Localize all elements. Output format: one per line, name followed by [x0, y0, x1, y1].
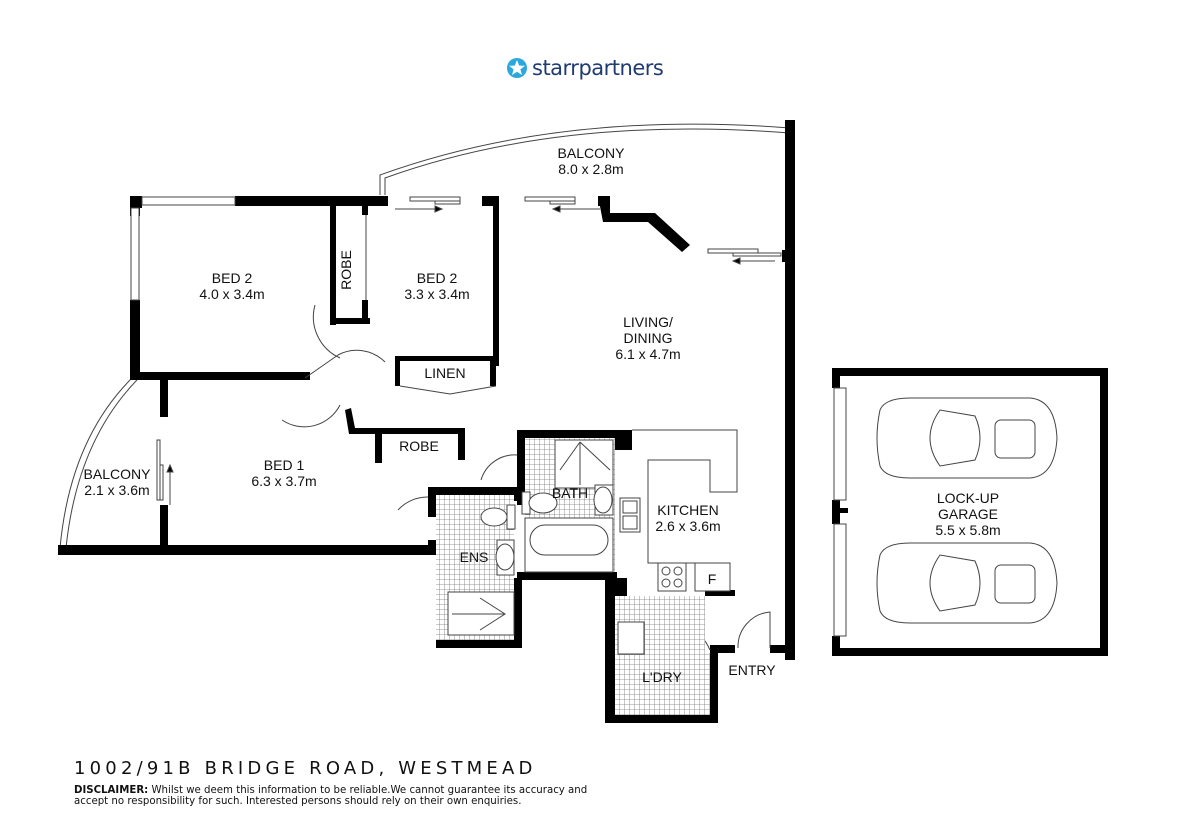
label-balcony-side: BALCONY 2.1 x 3.6m	[83, 466, 151, 498]
balcony-main-railing	[379, 123, 791, 195]
disclaimer: DISCLAIMER: Whilst we deem this informat…	[74, 785, 588, 807]
label-robe-bed2: ROBE	[338, 250, 354, 290]
label-kitchen: KITCHEN 2.6 x 3.6m	[655, 502, 721, 534]
star-icon	[507, 58, 527, 78]
label-laundry: L'DRY	[642, 669, 682, 685]
label-fridge: F	[707, 571, 717, 587]
label-linen: LINEN	[424, 365, 466, 381]
label-balcony-main: BALCONY 8.0 x 2.8m	[557, 145, 625, 177]
label-bath: BATH	[551, 485, 589, 501]
walls	[58, 120, 1108, 723]
balcony-side-railing	[59, 377, 138, 549]
label-bed2-west: BED 2 4.0 x 3.4m	[199, 270, 265, 302]
car-bottom	[876, 542, 1058, 624]
sliding-doors	[156, 196, 782, 505]
car-top	[876, 397, 1058, 479]
brand-name: starrpartners	[532, 56, 664, 80]
property-address: 1002/91B BRIDGE ROAD, WESTMEAD	[74, 758, 537, 779]
brand-logo: starrpartners	[506, 53, 664, 83]
label-living-dining: LIVING/ DINING 6.1 x 4.7m	[615, 314, 681, 362]
fixtures	[447, 429, 738, 655]
label-garage: LOCK-UP GARAGE 5.5 x 5.8m	[935, 490, 1001, 538]
label-entry: ENTRY	[728, 662, 776, 678]
label-ensuite: ENS	[459, 549, 489, 565]
label-bed2-east: BED 2 3.3 x 3.4m	[404, 270, 470, 302]
label-bed1: BED 1 6.3 x 3.7m	[251, 457, 317, 489]
label-robe-bed1: ROBE	[399, 438, 439, 454]
windows	[130, 196, 847, 637]
